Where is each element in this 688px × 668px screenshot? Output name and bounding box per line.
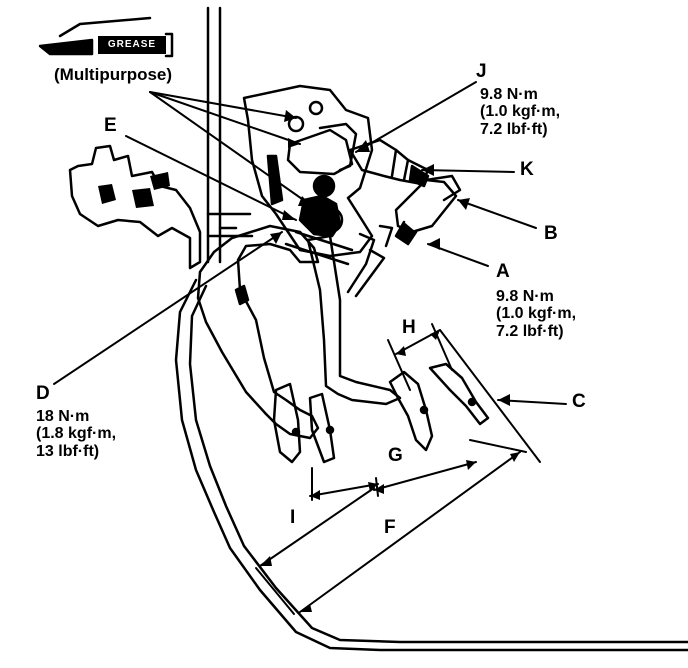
dimension-lines: [255, 323, 541, 615]
clutch-pedal-arm: [196, 224, 320, 440]
brake-pedal-arm: [306, 234, 402, 406]
label-b-letter: B: [544, 223, 558, 244]
leader-lines: [53, 81, 567, 405]
arrowheads: [260, 110, 520, 612]
label-k-letter: K: [520, 159, 534, 180]
label-i-letter: I: [290, 507, 296, 528]
label-a-torque: 9.8 N·m: [496, 288, 554, 305]
firewall-outline: [68, 144, 202, 270]
label-a-kgf: (1.0 kgf·m,: [496, 305, 577, 323]
label-f-letter: F: [384, 517, 396, 538]
label-h-letter: H: [402, 317, 416, 338]
floor-curve: [174, 278, 688, 652]
label-d-torque: 18 N·m: [36, 408, 90, 425]
label-j-kgf: (1.0 kgf·m,: [480, 103, 561, 121]
label-a-letter: A: [496, 261, 510, 282]
brake-pedal-pad: [308, 392, 336, 464]
accelerator-pad-1: [388, 370, 434, 452]
label-j-letter: J: [476, 61, 487, 82]
label-g-letter: G: [388, 445, 403, 466]
label-a-spec: 9.8 N·m (1.0 kgf·m, 7.2 lbf·ft): [496, 288, 576, 340]
label-j-lbf: 7.2 lbf·ft): [480, 120, 548, 138]
label-e-letter: E: [104, 115, 117, 136]
label-j-torque: 9.8 N·m: [480, 86, 538, 103]
label-d-letter: D: [36, 383, 50, 404]
label-c-letter: C: [572, 391, 586, 412]
label-d-spec: 18 N·m (1.8 kgf·m, 13 lbf·ft): [36, 408, 116, 460]
grease-gun-icon: [38, 16, 174, 58]
label-d-kgf: (1.8 kgf·m,: [36, 425, 117, 443]
multipurpose-label: (Multipurpose): [54, 65, 173, 84]
grease-label: GREASE: [98, 36, 166, 54]
pedal-bracket: [242, 84, 374, 258]
label-j-spec: 9.8 N·m (1.0 kgf·m, 7.2 lbf·ft): [480, 86, 560, 138]
label-a-lbf: 7.2 lbf·ft): [496, 322, 564, 340]
accelerator-pad-2: [428, 362, 490, 426]
clutch-pedal-pad: [272, 382, 302, 464]
label-d-lbf: 13 lbf·ft): [36, 442, 100, 460]
